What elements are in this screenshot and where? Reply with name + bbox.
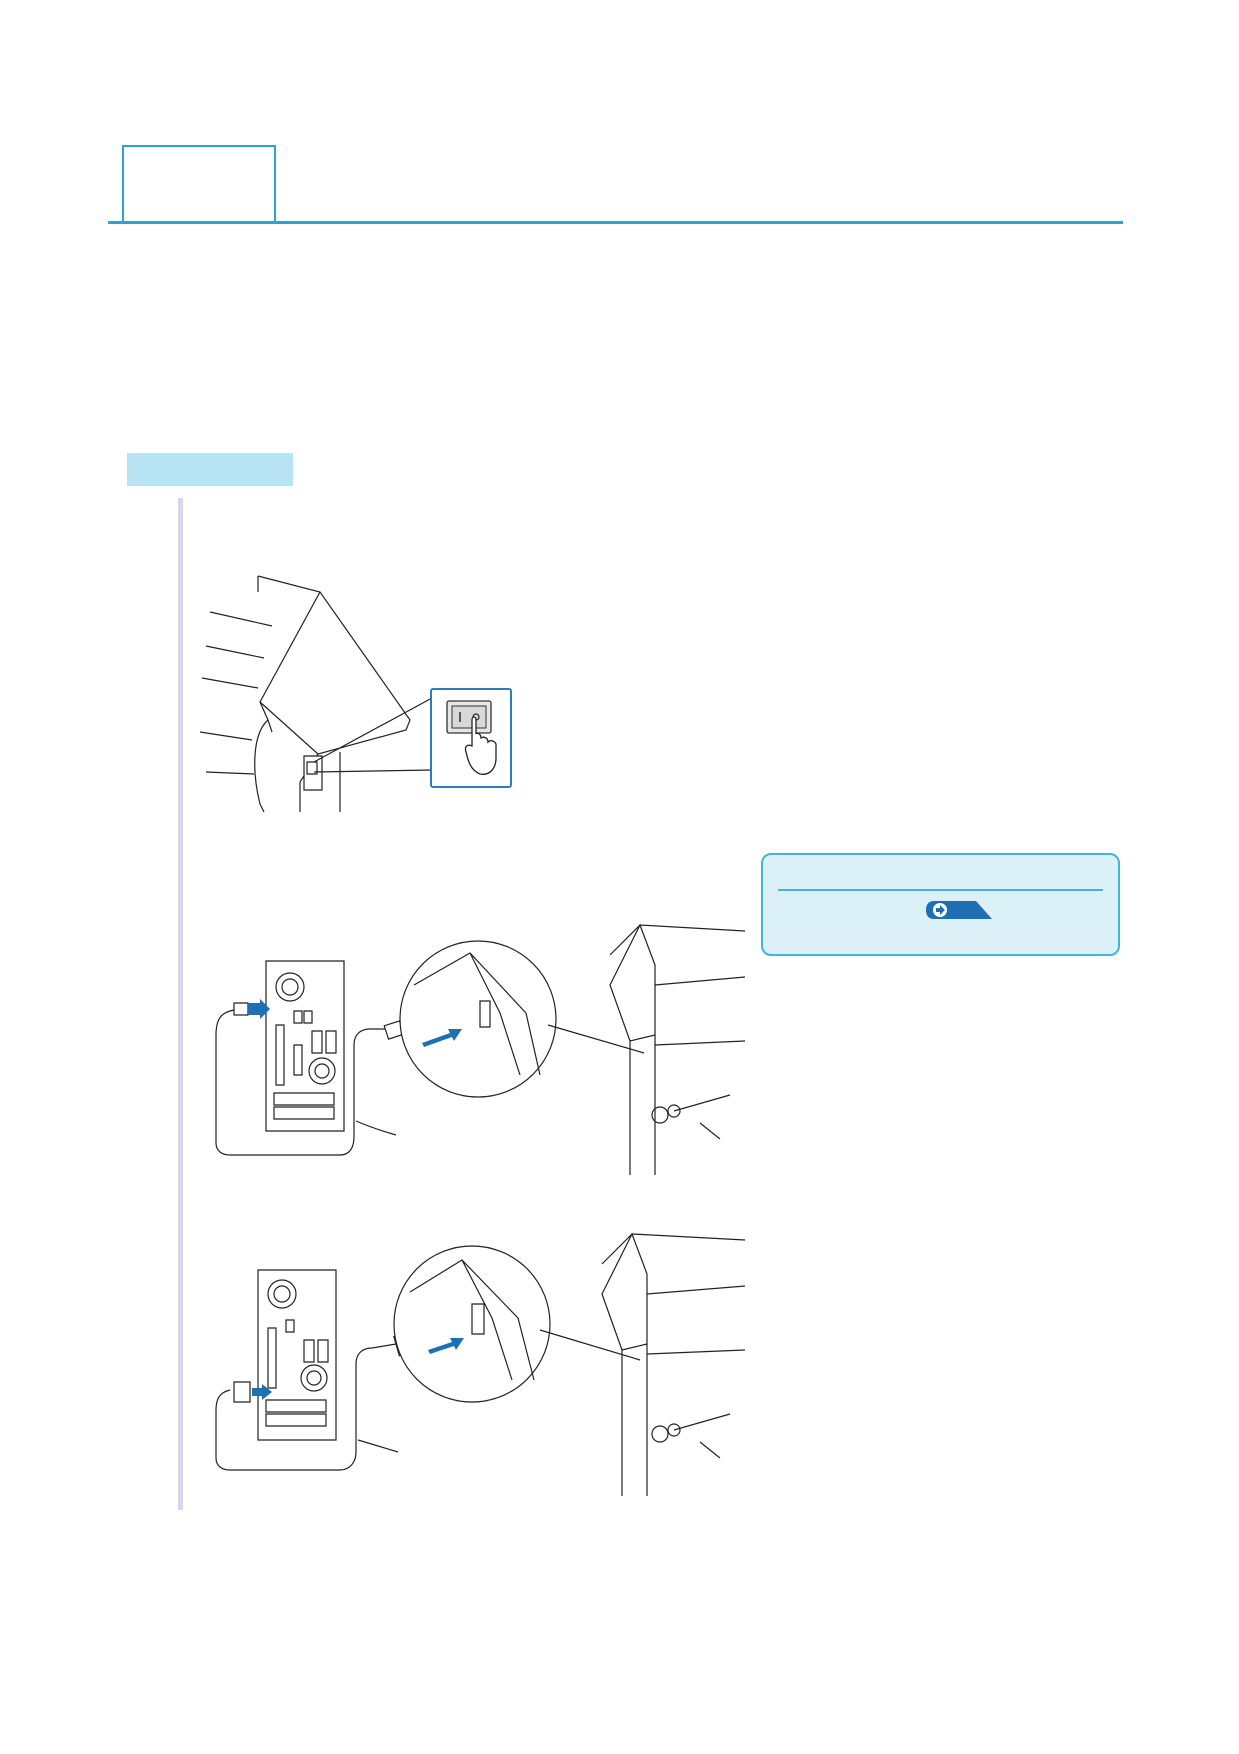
power-switch-figure xyxy=(200,572,520,812)
reference-arrow-badge xyxy=(926,901,992,919)
pointing-hand-icon xyxy=(465,717,496,774)
step-indent-line xyxy=(178,498,183,1510)
header-rule xyxy=(108,221,1123,224)
chapter-tab xyxy=(122,145,276,221)
note-box xyxy=(761,853,1120,956)
arrow-right-icon xyxy=(933,903,947,917)
note-divider xyxy=(778,889,1103,891)
rs232c-cable-figure xyxy=(200,1234,745,1496)
power-switch-inset xyxy=(430,688,512,788)
power-switch-icon xyxy=(446,700,498,778)
section-heading-bar xyxy=(127,453,293,486)
usb-cable-figure xyxy=(200,925,745,1175)
